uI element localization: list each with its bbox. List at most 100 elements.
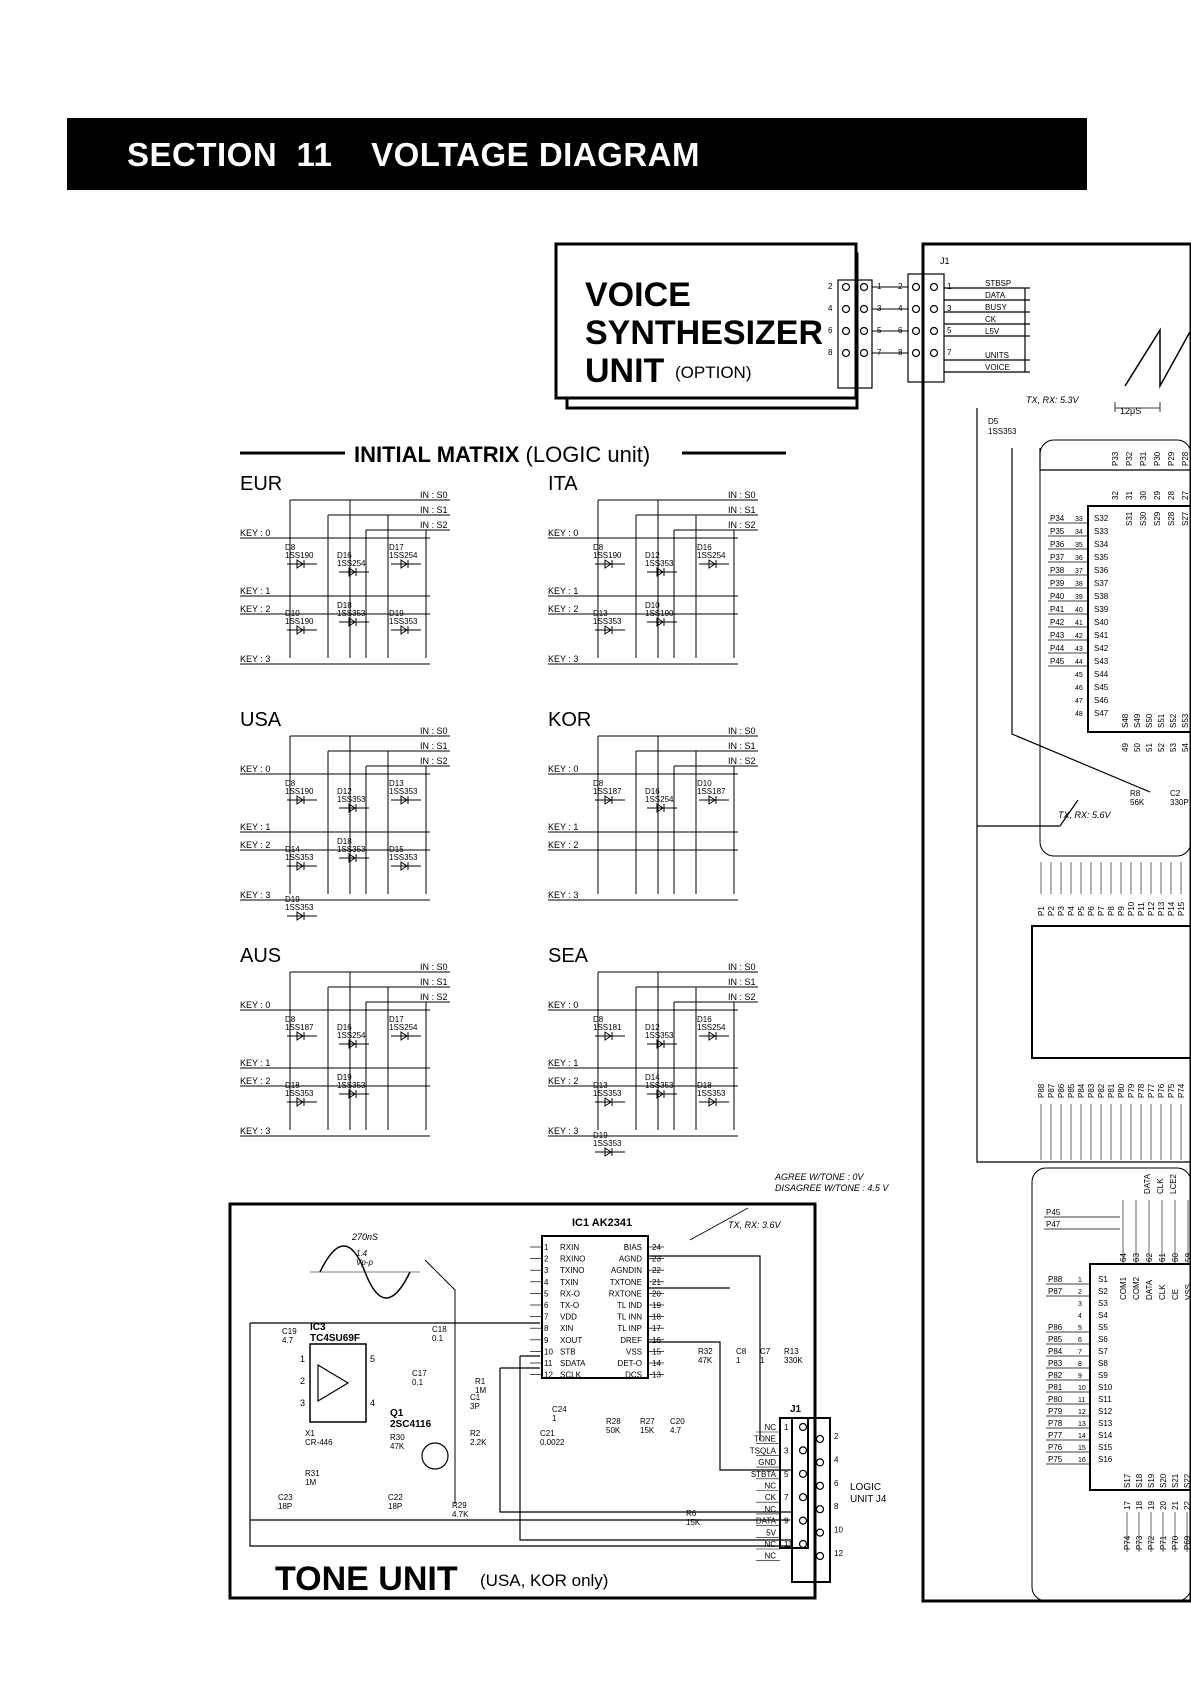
ic3-type: TC4SU69F (310, 1333, 360, 1344)
voice-pin (841, 282, 851, 292)
pulse-width-label: 12μS (1120, 406, 1141, 416)
diode-type: 1SS254 (389, 1023, 418, 1032)
diode-type: 1SS353 (593, 617, 622, 626)
ic2-top-s: COM2 (1132, 1276, 1141, 1300)
j1-pin (815, 1481, 825, 1490)
ic-left-s: S38 (1094, 592, 1109, 601)
ic2-bottom-p: P72 (1147, 1535, 1156, 1550)
diode-ref: D8 (593, 1015, 604, 1024)
diode-type: 1SS190 (593, 551, 622, 560)
matrix-key-label: KEY : 1 (548, 1058, 578, 1068)
ic-left-n: 38 (1075, 581, 1083, 588)
bus-label: P8 (1107, 906, 1116, 916)
matrix-region-name: AUS (240, 945, 281, 967)
tone-unit-subtitle: (USA, KOR only) (480, 1571, 608, 1590)
ic1-right-num: 14 (652, 1359, 661, 1368)
part-value: 15K (686, 1518, 701, 1527)
ic-left-n: 45 (1075, 672, 1083, 679)
j1-pin-num-right: 4 (834, 1455, 839, 1464)
ic2-left-p: P75 (1048, 1455, 1063, 1464)
part-ref: R30 (390, 1433, 405, 1442)
j1-pin (911, 304, 921, 314)
diode-ref: D8 (593, 779, 604, 788)
part-value: 0.1 (412, 1378, 424, 1387)
diode-ref: D8 (285, 779, 296, 788)
ic-pin-number: 30 (1139, 491, 1148, 500)
ic2-bottom-p: P73 (1135, 1535, 1144, 1550)
signal-label: DATA (985, 291, 1006, 300)
part-value: 1 (760, 1356, 765, 1365)
ic2-left-s: S11 (1098, 1395, 1112, 1404)
ic-left-n: 34 (1075, 529, 1083, 536)
ic2-left-n: 5 (1078, 1325, 1082, 1332)
diode-symbol (339, 567, 369, 577)
ic2-left-s: S1 (1098, 1275, 1108, 1284)
diode-ref: D10 (285, 609, 300, 618)
matrix-in-label: IN : S2 (728, 520, 756, 530)
ic-bottom-n: 52 (1157, 743, 1166, 752)
part-ref: R31 (305, 1469, 320, 1478)
part-ref: C8 (736, 1347, 747, 1356)
ic-bottom-n: 51 (1145, 743, 1154, 752)
diode-ref: D13 (593, 1081, 608, 1090)
voice-pin (841, 304, 851, 314)
ic2-top-s: DATA (1145, 1279, 1154, 1300)
ic2-left-n: 9 (1078, 1373, 1082, 1380)
diode-symbol (595, 1097, 625, 1107)
ic2-left-p: P77 (1048, 1431, 1063, 1440)
waveform-time-label: 270nS (351, 1232, 378, 1242)
logic-unit-j4-label: UNIT J4 (850, 1494, 887, 1505)
bus-label: P12 (1147, 901, 1156, 916)
j1-pin-num: 3 (784, 1446, 789, 1455)
diode-ref: D18 (337, 837, 352, 846)
matrix-key-label: KEY : 3 (548, 1126, 578, 1136)
ic1-left-num: 2 (544, 1255, 549, 1264)
ic-left-s: S34 (1094, 540, 1109, 549)
diode-symbol (391, 795, 421, 805)
ic-left-s: S33 (1094, 527, 1109, 536)
ic2-left-s: S5 (1098, 1323, 1108, 1332)
ic1-right-pin: DET-O (618, 1359, 642, 1368)
voice-unit-line3: UNIT (585, 352, 665, 390)
voice-unit-option: (OPTION) (675, 363, 752, 382)
diode-type: 1SS254 (337, 559, 366, 568)
diode-ref: D16 (645, 787, 660, 796)
matrix-in-label: IN : S0 (728, 962, 756, 972)
ic2-left-n: 4 (1078, 1313, 1082, 1320)
ic-left-n: 41 (1075, 620, 1083, 627)
diode-type: 1SS353 (337, 609, 366, 618)
ic1-left-num: 7 (544, 1313, 549, 1322)
ic2-left-s: S10 (1098, 1383, 1113, 1392)
ic1-left-num: 12 (544, 1371, 553, 1380)
ic2-left-n: 1 (1078, 1277, 1082, 1284)
ic2-top-s: VSS (1184, 1284, 1191, 1300)
bus-label: P82 (1097, 1083, 1106, 1098)
ic1-left-pin: TX-O (560, 1301, 579, 1310)
j1-pin-num: 5 (784, 1470, 789, 1479)
part-ref: C18 (432, 1325, 447, 1334)
j1-pin (815, 1458, 825, 1467)
j1-pin (815, 1434, 825, 1444)
part-value: 1M (305, 1478, 316, 1487)
diode-type: 1SS190 (645, 609, 674, 618)
diode-type: 1SS254 (389, 551, 418, 560)
ic-pin-number: 32 (1111, 491, 1120, 500)
bus-label: P78 (1137, 1083, 1146, 1098)
ic1-left-num: 4 (544, 1278, 549, 1287)
matrix-key-label: KEY : 2 (548, 1076, 578, 1086)
part-value: 1 (736, 1356, 741, 1365)
diode-type: 1SS353 (645, 559, 674, 568)
ic2-bottom-p: P74 (1123, 1535, 1132, 1550)
j1-signal: NC (764, 1505, 776, 1514)
ic2-left-n: 14 (1078, 1433, 1086, 1440)
ic1-left-num: 1 (544, 1243, 549, 1252)
voice-pin-number: 3 (877, 304, 882, 313)
matrix-key-label: KEY : 2 (548, 604, 578, 614)
ic2-top-num: 62 (1145, 1253, 1154, 1262)
ic1-right-pin: TXTONE (610, 1278, 642, 1287)
part-ref: R13 (784, 1347, 799, 1356)
ic2-top-s: CLK (1158, 1284, 1167, 1300)
ic1-right-pin: AGND (619, 1255, 642, 1264)
ic-bottom-s: S50 (1145, 713, 1154, 728)
ic-pin-s: S27 (1181, 511, 1190, 526)
